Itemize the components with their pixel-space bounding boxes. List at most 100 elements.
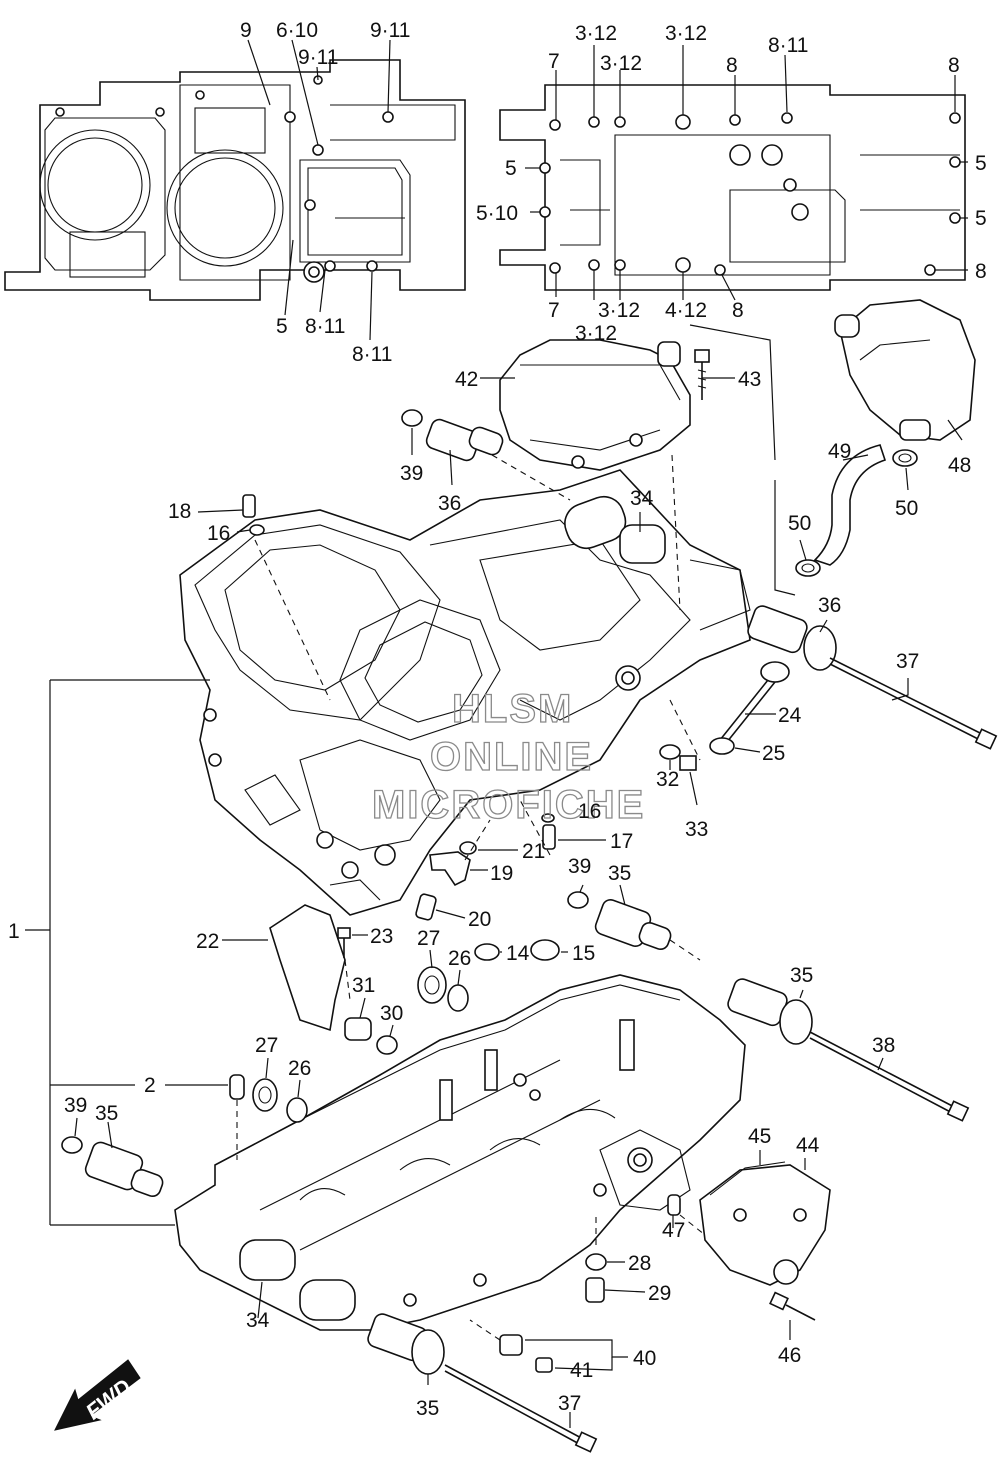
hose-clamp-50b (795, 559, 821, 577)
plug-35-bottom (367, 1313, 445, 1375)
callout-19: 19 (490, 862, 513, 885)
callout-44: 44 (796, 1134, 820, 1157)
callout-39: 39 (400, 462, 423, 485)
callout-33: 33 (685, 818, 708, 841)
callout-21: 21 (522, 840, 545, 863)
plug-27-lower (252, 1078, 278, 1112)
dowel-pin-47 (667, 1194, 681, 1216)
callout-1: 1 (8, 920, 20, 943)
upper-crankcase-top-view (4, 59, 466, 301)
drain-plug-29 (585, 1277, 605, 1303)
callout-31: 31 (352, 974, 375, 997)
callout-28: 28 (628, 1252, 651, 1275)
callout-8: 8 (975, 260, 987, 283)
callout-3-12: 3·12 (665, 22, 707, 45)
plug-36-right (747, 605, 837, 671)
callout-2: 2 (144, 1074, 156, 1097)
callout-22: 22 (196, 930, 219, 953)
callout-7: 7 (548, 299, 560, 322)
callout-8-11: 8·11 (352, 343, 392, 366)
callout-8: 8 (732, 299, 744, 322)
cover-48 (834, 299, 976, 441)
callout-8-11: 8·11 (768, 34, 808, 57)
bolt-38 (809, 1031, 970, 1122)
plug-31 (344, 1017, 372, 1041)
callout-23: 23 (370, 925, 393, 948)
callout-5: 5 (975, 152, 987, 175)
callout-25: 25 (762, 742, 785, 765)
callout-5: 5 (975, 207, 987, 230)
callout-3-12: 3·12 (600, 52, 642, 75)
callout-3-12: 3·12 (575, 322, 617, 345)
callout-5: 5 (276, 315, 288, 338)
plug-36-upper (401, 409, 504, 462)
watermark-line-1: HLSM (452, 687, 573, 731)
callout-50: 50 (895, 497, 918, 520)
callout-18: 18 (168, 500, 191, 523)
hose-clamp-50a (892, 449, 918, 467)
washer-26-lower (286, 1097, 308, 1123)
callout-38: 38 (872, 1034, 895, 1057)
callout-37: 37 (896, 650, 919, 673)
callout-34: 34 (246, 1309, 270, 1332)
callout-42: 42 (455, 368, 478, 391)
callout-43: 43 (738, 368, 761, 391)
callout-labels: 9 6·10 9·11 9·11 5 8·11 8·11 3·12 3·12 3… (8, 19, 987, 1420)
callout-26: 26 (288, 1057, 311, 1080)
callout-3-12: 3·12 (575, 22, 617, 45)
callout-9-11: 9·11 (370, 19, 410, 42)
oil-strainer-cover (499, 339, 691, 471)
lower-crankcase-bottom-view (499, 84, 966, 291)
fwd-arrow-icon: FWD (54, 1359, 141, 1431)
watermark-line-3: MICROFICHE (372, 783, 645, 827)
callout-37: 37 (558, 1392, 581, 1415)
callout-35: 35 (608, 862, 631, 885)
dowel-pin-2 (229, 1074, 245, 1100)
callout-20: 20 (468, 908, 491, 931)
lower-crankcase (174, 974, 746, 1331)
callout-49: 49 (828, 440, 851, 463)
callout-40: 40 (633, 1347, 656, 1370)
bolt-37-upper (829, 657, 998, 750)
callout-27: 27 (255, 1034, 278, 1057)
callout-17: 17 (610, 830, 633, 853)
washer-16-upper (249, 524, 265, 536)
callout-14: 14 (506, 942, 530, 965)
bracket-22 (269, 904, 346, 1032)
callout-48: 48 (948, 454, 971, 477)
oil-pipe-19 (429, 851, 471, 887)
upper-crankcase (179, 469, 751, 916)
plug-35-right (727, 978, 813, 1045)
plug-27-upper (417, 966, 447, 1004)
callout-16: 16 (207, 522, 230, 545)
fitting-20 (415, 893, 437, 921)
callout-34: 34 (630, 487, 654, 510)
callout-35: 35 (416, 1397, 439, 1420)
bolt-46 (769, 1291, 816, 1321)
o-ring-21 (459, 841, 477, 855)
oil-jet-18 (242, 494, 256, 518)
callout-8: 8 (726, 54, 738, 77)
callout-47: 47 (662, 1219, 685, 1242)
callout-32: 32 (656, 768, 679, 791)
callout-15: 15 (572, 942, 595, 965)
callout-8: 8 (948, 54, 960, 77)
bolt-37-lower (444, 1364, 598, 1453)
callout-50: 50 (788, 512, 811, 535)
callout-5: 5 (505, 157, 517, 180)
callout-24: 24 (778, 704, 802, 727)
callout-39: 39 (568, 855, 591, 878)
gasket-45 (709, 1161, 786, 1196)
oil-level-gauge-24 (719, 661, 790, 743)
callout-46: 46 (778, 1344, 801, 1367)
o-ring-14 (474, 943, 500, 961)
callout-35: 35 (95, 1102, 118, 1125)
assembly-guide-lines (236, 454, 706, 1341)
oil-jet-17 (541, 813, 556, 850)
watermark-line-2: ONLINE (430, 735, 593, 779)
hose-49 (813, 444, 887, 566)
callout-4-12: 4·12 (665, 299, 707, 322)
callout-5-10: 5·10 (476, 202, 518, 225)
bolt-33 (679, 755, 697, 771)
callout-16: 16 (578, 800, 601, 823)
